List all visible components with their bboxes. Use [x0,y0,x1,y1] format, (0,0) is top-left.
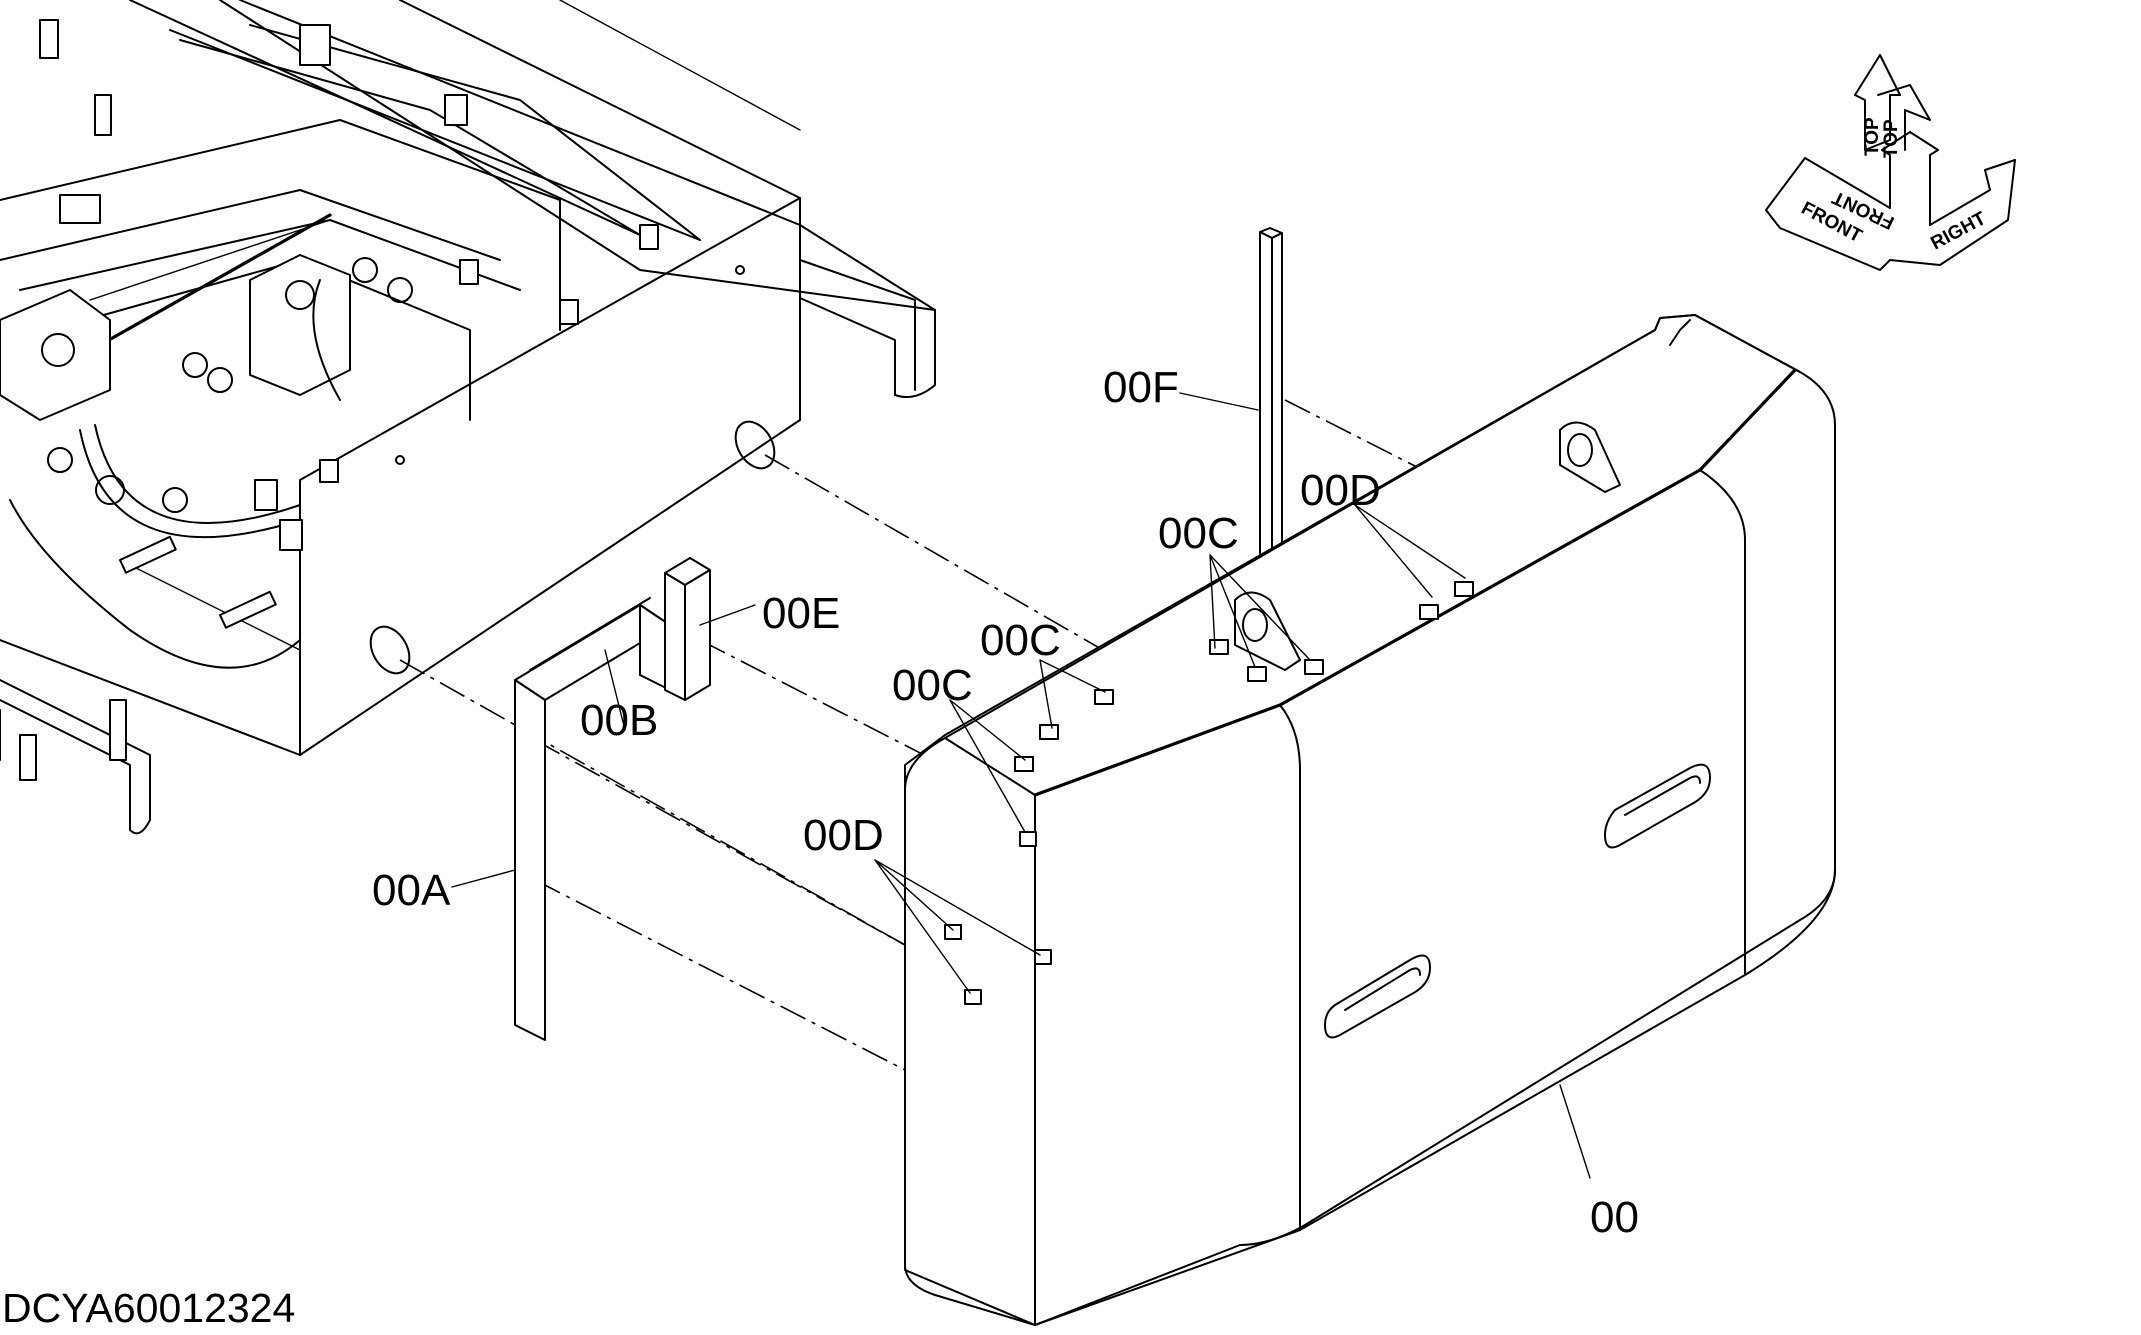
upper-frame-assembly [0,0,936,835]
leader-00A [451,869,516,888]
clip [964,989,982,1005]
label-00C-right: 00C [1158,509,1239,558]
top-label: TOP [1881,119,1902,158]
lifting-slot [1324,954,1431,1039]
lower-rail [0,679,151,821]
label-00D-left: 00D [803,811,884,860]
leader-00 [1559,1084,1591,1179]
label-00C-left: 00C [892,661,973,710]
clip [1094,689,1114,705]
frame-hole [734,420,776,470]
part-00F-bar [1259,227,1283,561]
top-label-mirrored: TOP [1862,117,1883,156]
label-00A: 00A [372,866,451,915]
top-arrow-icon [1854,54,1901,151]
leader-00C-mid [1039,659,1106,729]
leader-00F [1179,392,1259,411]
label-00B: 00B [580,696,658,745]
clip [1019,831,1037,847]
orientation-arrow-body [1765,131,2016,271]
label-00F: 00F [1103,363,1179,412]
left-bracket-block [0,289,111,421]
leader-00E [699,604,756,626]
leader-00C-right [1209,554,1311,668]
clip [1304,659,1324,675]
lifting-slot [1604,763,1711,849]
label-00E: 00E [762,589,840,638]
clip [1247,666,1267,682]
frame-hole [369,625,411,675]
part-00A-00B-channel [514,597,671,1041]
clip [1454,581,1474,597]
leader-00D-top [1354,504,1466,598]
center-mount-block [249,254,351,396]
part-00E-spacer [664,557,711,701]
clip [1419,604,1439,620]
leader-lines [451,392,1591,1179]
document-id: DCYA60012324 [2,1285,295,1331]
orientation-indicator: FRONT TOP RIGHT FRONT TOP [1765,54,2016,271]
label-00C-mid: 00C [980,616,1061,665]
clip [944,924,962,940]
leader-00D-left [874,859,1041,994]
counterweight-top-edge [1033,368,1797,797]
label-00D-top: 00D [1300,466,1381,515]
clip [1039,724,1059,740]
label-00: 00 [1590,1193,1639,1242]
leader-00B [604,649,626,731]
clip [1209,639,1229,655]
clip [1014,756,1034,772]
frame-side-rail [219,0,936,386]
leader-00C-left [949,699,1026,833]
clip [1034,949,1052,965]
